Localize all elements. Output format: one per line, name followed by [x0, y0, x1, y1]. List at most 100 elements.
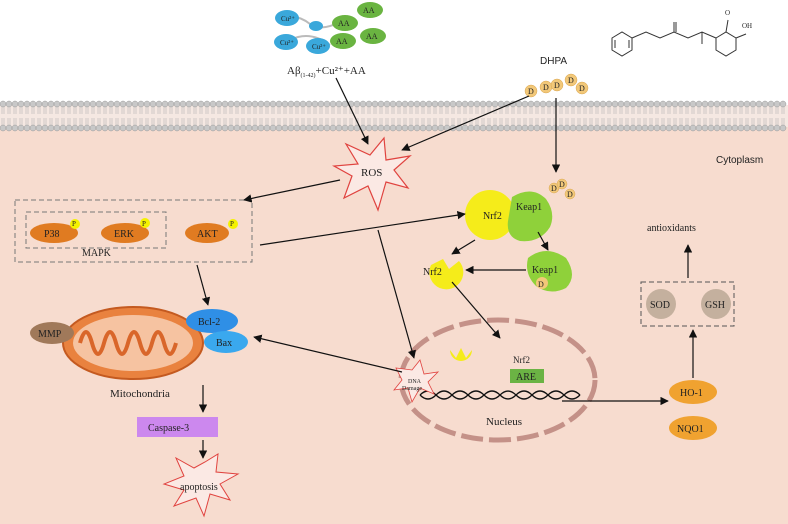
- phospholipid-tail: [727, 118, 731, 125]
- phospholipid-tail: [679, 107, 683, 114]
- phospholipid-head: [113, 100, 121, 108]
- phospholipid-head: [743, 124, 751, 132]
- phospholipid-head: [53, 100, 61, 108]
- phospholipid-head: [107, 100, 115, 108]
- phospholipid-tail: [607, 107, 611, 114]
- phospholipid-head: [443, 100, 451, 108]
- phospholipid-head: [425, 124, 433, 132]
- d-label: D: [554, 81, 560, 90]
- phospholipid-head: [467, 124, 475, 132]
- phospholipid-head: [437, 124, 445, 132]
- phospholipid-tail: [421, 118, 425, 125]
- phospholipid-head: [185, 124, 193, 132]
- phospholipid-head: [329, 100, 337, 108]
- phospholipid-tail: [289, 118, 293, 125]
- phospholipid-tail: [313, 107, 317, 114]
- phospholipid-head: [575, 124, 583, 132]
- phospholipid-head: [137, 100, 145, 108]
- nucleus-envelope: [398, 317, 598, 443]
- phospholipid-head: [671, 124, 679, 132]
- antioxidant-box: [640, 281, 735, 327]
- d-label: D: [551, 184, 557, 193]
- phospholipid-tail: [457, 118, 461, 125]
- phospholipid-tail: [145, 118, 149, 125]
- phospholipid-tail: [67, 107, 71, 114]
- phospholipid-head: [623, 124, 631, 132]
- phospholipid-head: [317, 100, 325, 108]
- phospholipid-head: [563, 100, 571, 108]
- phospholipid-tail: [139, 118, 143, 125]
- phospholipid-tail: [757, 118, 761, 125]
- phospholipid-head: [581, 100, 589, 108]
- phospholipid-tail: [721, 107, 725, 114]
- phospholipid-head: [299, 124, 307, 132]
- phospholipid-tail: [175, 107, 179, 114]
- phospho-label: P: [230, 220, 234, 228]
- phospholipid-tail: [727, 107, 731, 114]
- bax-protein: [204, 331, 248, 353]
- phospholipid-head: [215, 100, 223, 108]
- phospholipid-head: [371, 124, 379, 132]
- ho1-protein: [669, 380, 717, 404]
- phospholipid-tail: [565, 107, 569, 114]
- phospholipid-head: [629, 100, 637, 108]
- phospholipid-head: [71, 100, 79, 108]
- nrf2-free: [429, 259, 464, 290]
- aa-label: AA: [366, 32, 378, 41]
- phospholipid-tail: [559, 107, 563, 114]
- phospholipid-head: [521, 124, 529, 132]
- phospholipid-head: [401, 100, 409, 108]
- phospholipid-tail: [637, 107, 641, 114]
- cytoplasm-label: Cytoplasm: [716, 155, 763, 166]
- phospholipid-head: [47, 100, 55, 108]
- phospholipid-tail: [493, 118, 497, 125]
- phospholipid-head: [485, 124, 493, 132]
- phospholipid-tail: [379, 107, 383, 114]
- phospholipid-tail: [631, 118, 635, 125]
- phospholipid-head: [23, 124, 31, 132]
- phospholipid-head: [683, 100, 691, 108]
- phospholipid-head: [59, 100, 67, 108]
- phospholipid-head: [35, 100, 43, 108]
- phospho-label: P: [142, 220, 146, 228]
- phospholipid-tail: [289, 107, 293, 114]
- phospholipid-tail: [739, 107, 743, 114]
- phospholipid-head: [233, 100, 241, 108]
- pathway-arrows: [196, 77, 698, 459]
- phospholipid-head: [593, 124, 601, 132]
- dna-damage-label: Damage: [402, 386, 422, 392]
- phospholipid-tail: [229, 107, 233, 114]
- phospholipid-head: [431, 124, 439, 132]
- phospholipid-head: [599, 124, 607, 132]
- abeta-label: Aβ(1-42)+Cu²⁺+AA: [287, 65, 366, 79]
- phospholipid-head: [479, 124, 487, 132]
- phospholipid-tail: [241, 107, 245, 114]
- phospholipid-tail: [283, 107, 287, 114]
- phospholipid-tail: [769, 107, 773, 114]
- phospholipid-tail: [319, 118, 323, 125]
- phospholipid-head: [623, 100, 631, 108]
- phospholipid-tail: [661, 107, 665, 114]
- aa-molecule-icon: [360, 28, 386, 44]
- bax-label: Bax: [216, 338, 232, 349]
- phospholipid-head: [689, 124, 697, 132]
- phospholipid-tail: [445, 107, 449, 114]
- phospholipid-head: [131, 100, 139, 108]
- d-molecule: [536, 277, 548, 289]
- phospholipid-head: [65, 100, 73, 108]
- phospholipid-head: [701, 124, 709, 132]
- phospholipid-head: [719, 124, 727, 132]
- phospholipid-tail: [709, 107, 713, 114]
- cu-label: Cu²⁺: [280, 39, 294, 47]
- phospholipid-tail: [391, 118, 395, 125]
- phospholipid-tail: [607, 118, 611, 125]
- phospholipid-head: [701, 100, 709, 108]
- phospholipid-tail: [103, 118, 107, 125]
- phospholipid-tail: [61, 107, 65, 114]
- phospholipid-tail: [703, 118, 707, 125]
- phospholipid-head: [41, 100, 49, 108]
- phospholipid-head: [491, 100, 499, 108]
- phospholipid-tail: [43, 118, 47, 125]
- phospholipid-tail: [79, 107, 83, 114]
- ros-star: [331, 136, 412, 212]
